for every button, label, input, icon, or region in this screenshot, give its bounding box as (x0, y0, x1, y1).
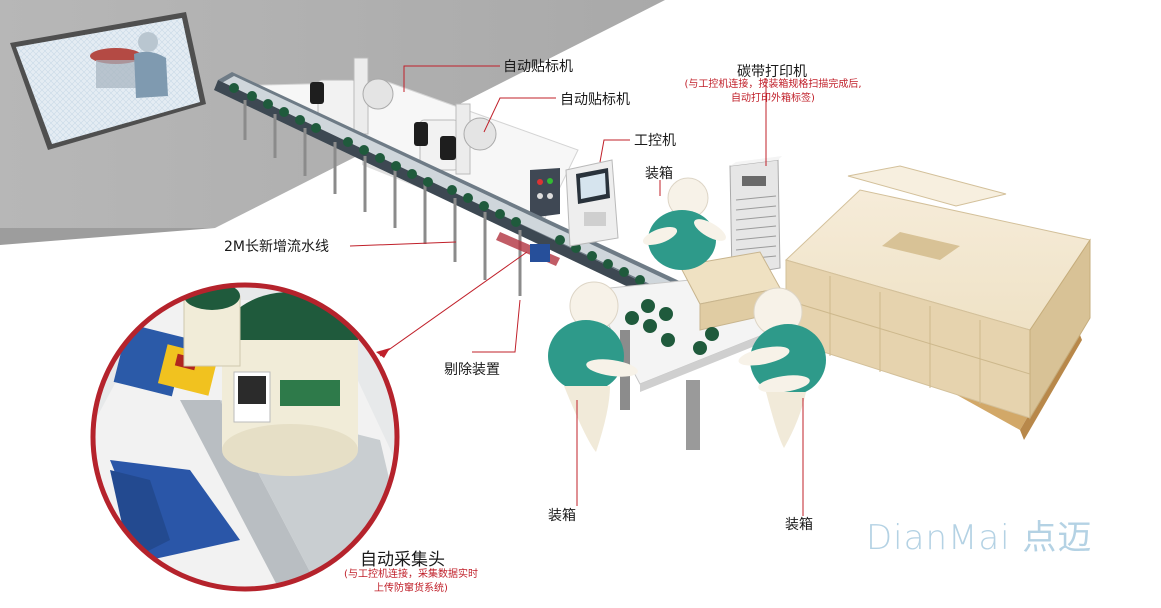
worker-top (642, 177, 726, 270)
label-ribbon-printer: 碳带打印机 (737, 64, 807, 80)
label-packing-top: 装箱 (645, 166, 673, 182)
ribbon-printer-note-line-1: (与工控机连接，按装箱规格扫描完成后, (684, 79, 862, 90)
worker-left (548, 281, 638, 452)
label-labeler-1: 自动贴标机 (503, 59, 573, 75)
brand-watermark: DianMai 点迈 (866, 518, 1093, 558)
label-auto-collector: 自动采集头 (360, 550, 445, 570)
leader-lines (349, 65, 804, 516)
label-labeler-2: 自动贴标机 (560, 92, 630, 108)
ribbon-printer (729, 156, 782, 277)
label-industrial-pc: 工控机 (634, 133, 676, 149)
conveyor (214, 72, 720, 322)
ribbon-printer-note: (与工控机连接，按装箱规格扫描完成后, 自动打印外箱标签) (668, 78, 878, 106)
label-packing-left: 装箱 (548, 508, 576, 524)
label-reject-device: 剔除装置 (444, 362, 500, 378)
worker-right (738, 287, 826, 448)
ribbon-printer-note-line-2: 自动打印外箱标签) (731, 93, 815, 104)
window (10, 12, 206, 150)
auto-collector-note-line-1: (与工控机连接，采集数据实时 (344, 569, 478, 580)
auto-collector-note: (与工控机连接，采集数据实时 上传防窜货系统) (326, 568, 496, 596)
packing-table (589, 251, 801, 450)
box-pallet (785, 165, 1091, 440)
auto-collector-note-line-2: 上传防窜货系统) (374, 583, 448, 594)
label-packing-right: 装箱 (785, 517, 813, 533)
label-new-conveyor: 2M长新增流水线 (224, 239, 329, 255)
industrial-pc (565, 159, 619, 247)
